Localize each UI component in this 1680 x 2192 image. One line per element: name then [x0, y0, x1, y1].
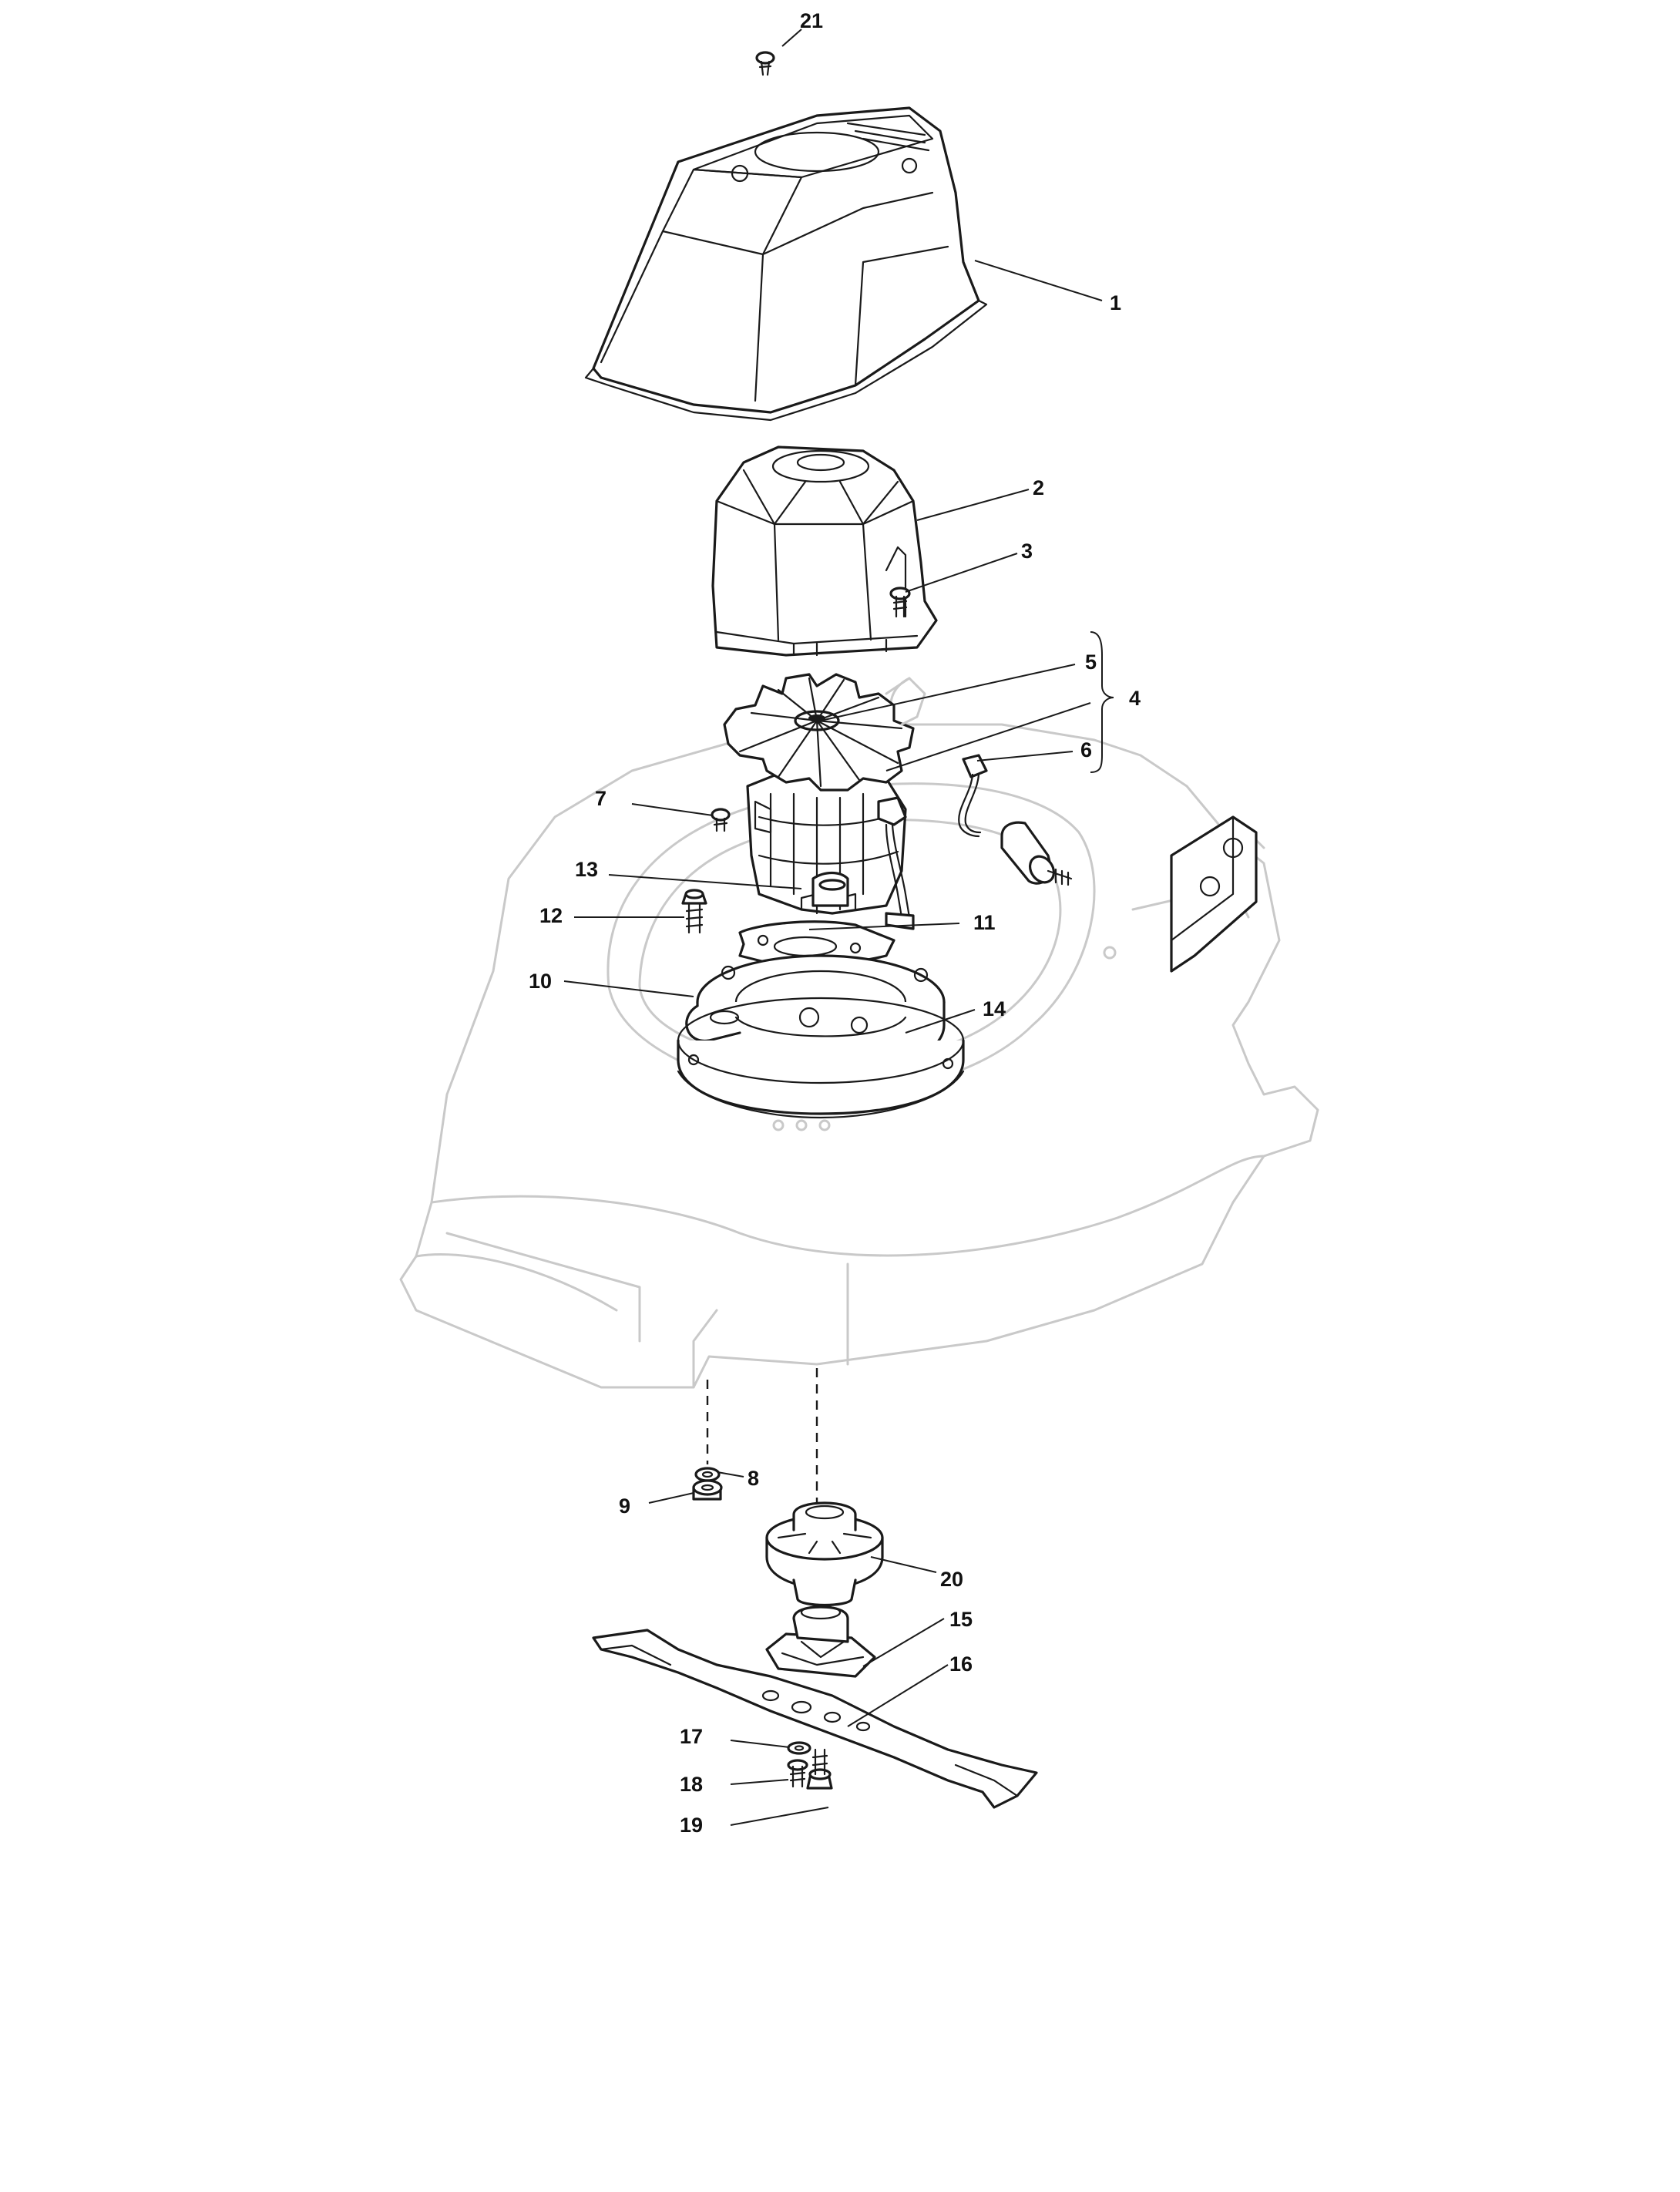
- assembly-brace: [1090, 631, 1114, 773]
- callout-4: 4: [1129, 687, 1141, 710]
- fan-hub: [765, 1501, 884, 1607]
- callout-5: 5: [1085, 651, 1097, 674]
- bolt-19: [806, 1748, 833, 1790]
- callout-8: 8: [748, 1467, 759, 1490]
- nut-9: [692, 1479, 723, 1501]
- washer-8: [694, 1467, 721, 1482]
- motor-hood: [584, 106, 988, 422]
- callout-18: 18: [680, 1773, 703, 1796]
- leader-lines: [563, 29, 1103, 1826]
- callout-20: 20: [940, 1568, 963, 1591]
- callout-13: 13: [575, 858, 598, 881]
- callout-14: 14: [983, 997, 1006, 1020]
- fan-bracket: [885, 677, 926, 726]
- motor-assembly: [723, 673, 915, 930]
- motor-cover: [711, 445, 938, 657]
- callout-labels: 21 1 2 3 5 4 6 7 13 12 11 10 14 8 9 20 1…: [529, 9, 1141, 1837]
- callout-16: 16: [949, 1652, 973, 1676]
- cutting-blade: [592, 1629, 1038, 1809]
- callout-19: 19: [680, 1814, 703, 1837]
- screw-21: [755, 51, 775, 76]
- capacitor: [958, 754, 1073, 886]
- deck-side-bracket: [1170, 815, 1258, 973]
- callout-17: 17: [680, 1725, 703, 1748]
- callout-12: 12: [539, 904, 563, 927]
- motor-gasket: [677, 997, 965, 1119]
- cooling-fan: [723, 673, 915, 792]
- callout-21: 21: [800, 9, 823, 32]
- callout-3: 3: [1021, 540, 1033, 563]
- callout-15: 15: [949, 1608, 973, 1631]
- bolt-18: [787, 1759, 808, 1788]
- callout-1: 1: [1110, 291, 1121, 314]
- callout-7: 7: [595, 787, 606, 810]
- callout-10: 10: [529, 970, 552, 993]
- callout-9: 9: [619, 1494, 630, 1518]
- washer-17: [787, 1741, 811, 1755]
- callout-11: 11: [973, 911, 996, 934]
- callout-2: 2: [1033, 476, 1044, 499]
- blade-boss: [765, 1605, 876, 1678]
- bolt-12: [681, 889, 707, 934]
- cover-screw: [889, 587, 911, 618]
- callout-6: 6: [1080, 738, 1092, 761]
